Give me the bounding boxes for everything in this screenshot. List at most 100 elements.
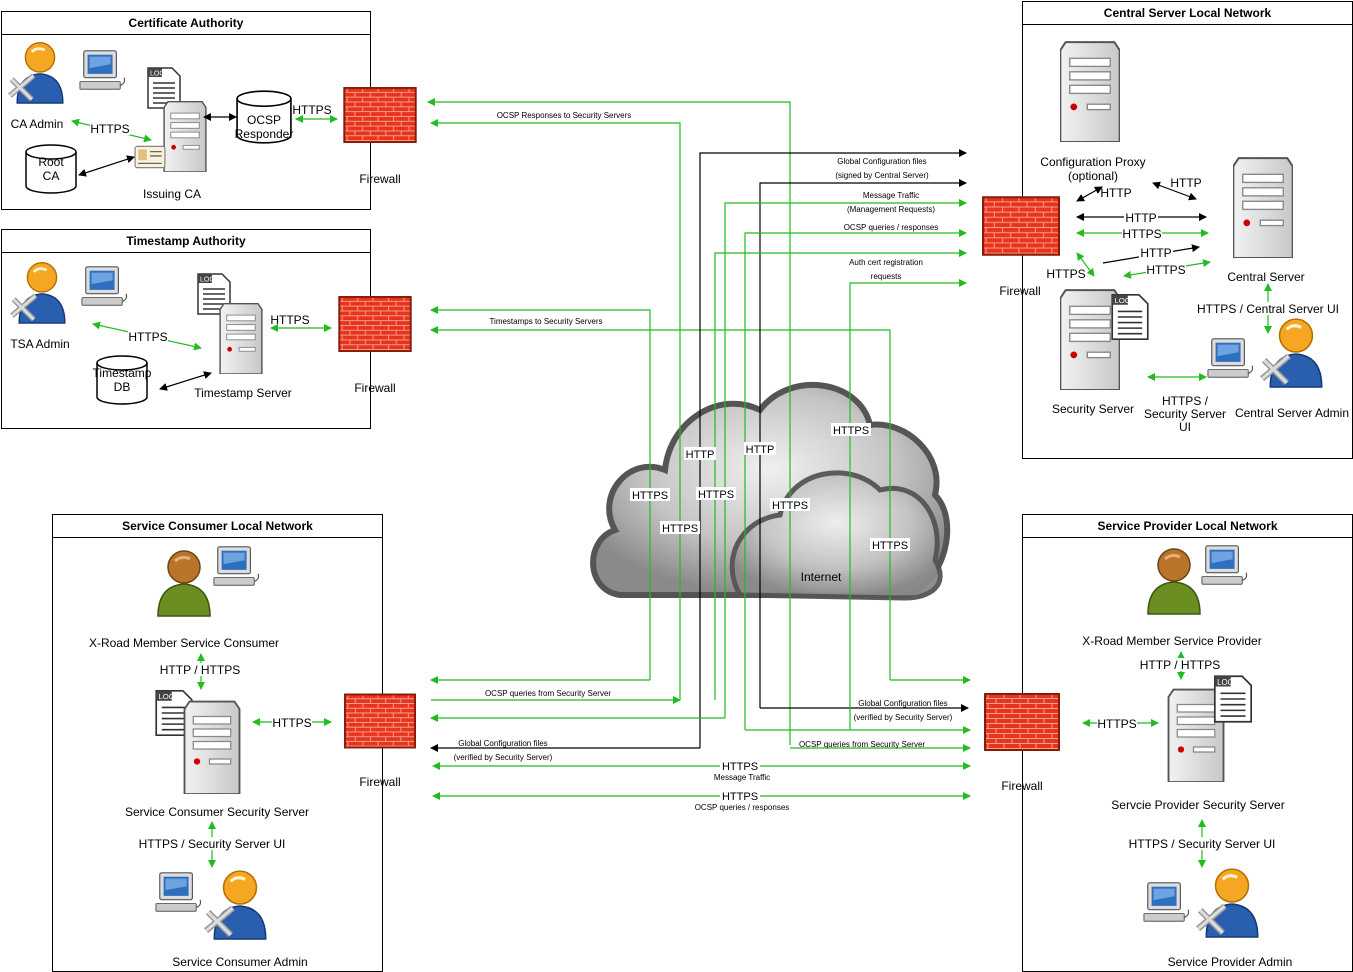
flow-msg-mgmt-label-1: Message Traffic [863,191,919,200]
cs-http-label-1: HTTP [1100,186,1131,200]
flow-ocsp-qr-label: OCSP queries / responses [844,223,939,232]
zone-title: Certificate Authority [2,12,370,35]
flow-gconf-verified-label-1: Global Configuration files [458,739,547,748]
cs-https-label-1: HTTPS [1122,227,1161,241]
flow-gconf-signed-label-1: Global Configuration files [837,157,926,166]
certificate-icon [134,145,166,169]
ocsp-label-1: OCSP [247,113,281,127]
bottom-https-label-1: HTTPS [722,761,758,773]
consumer-member-computer-icon [213,546,260,586]
central-server-icon [1233,157,1293,258]
cs-https-label-3: HTTPS [1046,267,1085,281]
cloud-https-label-1: HTTPS [833,425,869,437]
ca-https-label: HTTPS [90,122,129,136]
configuration-proxy-server-icon [1060,41,1120,142]
central-server-label: Central Server [1227,270,1304,284]
tsa-admin-label: TSA Admin [10,337,69,351]
cloud-https-label-5: HTTPS [662,523,698,535]
flow-gconf-verified-label-3: Global Configuration files [858,699,947,708]
cs-admin-label: Central Server Admin [1235,406,1349,420]
flow-ocsp-responses-label: OCSP Responses to Security Servers [497,111,632,120]
sc-ssui-label: HTTPS / Security Server UI [139,837,286,851]
cs-http-label-2: HTTP [1170,176,1201,190]
flow-ocsp-from-ss-label-2: OCSP queries from Security Server [799,740,925,749]
cs-admin-icon [1262,319,1322,387]
cloud-http-label-1: HTTP [686,449,715,461]
config-proxy-label-2: (optional) [1068,169,1118,183]
tsa-firewall-icon [338,296,412,352]
sc-admin-label: Service Consumer Admin [172,955,307,969]
consumer-http-https-label: HTTP / HTTPS [160,663,240,677]
member-provider-label: X-Road Member Service Provider [1082,634,1261,648]
cs-firewall-label: Firewall [999,284,1040,298]
flow-lines [427,98,971,800]
cs-https-label-2: HTTPS [1146,263,1185,277]
zone-title: Timestamp Authority [2,230,370,253]
internet-label: Internet [801,570,842,584]
zone-title: Central Server Local Network [1023,2,1352,25]
config-proxy-label-1: Configuration Proxy [1040,155,1145,169]
sc-firewall-label: Firewall [359,775,400,789]
cloud-https-label-6: HTTPS [872,540,908,552]
tsa-computer-icon [81,266,128,306]
tsa-firewall-label: Firewall [354,381,395,395]
zone-title: Service Provider Local Network [1023,515,1352,538]
cloud-https-label-4: HTTPS [772,500,808,512]
internet-cloud [590,382,951,601]
cloud-http-label-2: HTTP [746,444,775,456]
flow-ocsp-from-ss-label: OCSP queries from Security Server [485,689,611,698]
cs-ss-ui-label-1: HTTPS / [1162,394,1209,408]
cs-ui-label: HTTPS / Central Server UI [1197,302,1339,316]
flow-auth-cert-label-2: requests [871,272,902,281]
sc-security-server-icon [183,700,241,794]
timestamp-server-icon [219,302,263,374]
cs-security-server-icon [1060,289,1120,390]
cs-computer-icon [1207,338,1254,378]
cs-http-label-4: HTTP [1140,246,1171,260]
flow-gconf-signed-label-2: (signed by Central Server) [835,171,929,180]
cs-log-document-icon [1111,293,1149,341]
ocsp-label-2: Responder [235,127,294,141]
provider-member-computer-icon [1201,545,1248,585]
consumer-member-icon [156,549,212,618]
ts-server-label: Timestamp Server [194,386,292,400]
sp-security-server-label: Servcie Provider Security Server [1111,798,1284,812]
ca-firewall-label: Firewall [359,172,400,186]
tsa-admin-icon [12,263,65,323]
flow-msg-mgmt-label-2: (Management Requests) [847,205,935,214]
cs-security-server-label: Security Server [1052,402,1134,416]
sc-admin-computer-icon [155,872,202,912]
issuing-ca-label: Issuing CA [143,187,201,201]
ca-admin-icon [10,43,63,103]
provider-http-https-label: HTTP / HTTPS [1140,658,1220,672]
member-consumer-label: X-Road Member Service Consumer [89,636,279,650]
flow-ocsp-qr-label-2: OCSP queries / responses [695,803,790,812]
cloud-https-label-3: HTTPS [698,489,734,501]
issuing-ca-server-icon [163,100,207,172]
flow-gconf-verified-label-4: (verified by Security Server) [854,713,953,722]
sp-admin-computer-icon [1143,882,1190,922]
zone-title: Service Consumer Local Network [53,515,382,538]
ca-firewall-icon [343,87,417,143]
sp-firewall-icon [984,693,1060,751]
ca-computer-icon [79,50,126,90]
ts-https-label: HTTPS [270,313,309,327]
root-ca-label-1: Root [38,155,64,169]
sp-admin-icon [1198,869,1258,937]
cs-ss-ui-label-3: UI [1179,420,1191,434]
cloud-https-label-2: HTTPS [632,490,668,502]
cs-ss-ui-label-2: Security Server [1144,407,1226,421]
sp-firewall-label: Firewall [1001,779,1042,793]
ca-admin-label: CA Admin [11,117,64,131]
cs-http-label-3: HTTP [1125,211,1156,225]
sc-https-label: HTTPS [272,716,311,730]
sc-security-server-label: Service Consumer Security Server [125,805,309,819]
provider-member-icon [1146,547,1202,616]
tsa-https-label: HTTPS [128,330,167,344]
sp-log-document-icon [1213,675,1253,723]
sc-admin-icon [206,871,266,939]
flow-message-traffic-label: Message Traffic [714,773,770,782]
flow-auth-cert-label-1: Auth cert registration [849,258,923,267]
timestamp-authority-zone: Timestamp Authority [1,229,371,429]
